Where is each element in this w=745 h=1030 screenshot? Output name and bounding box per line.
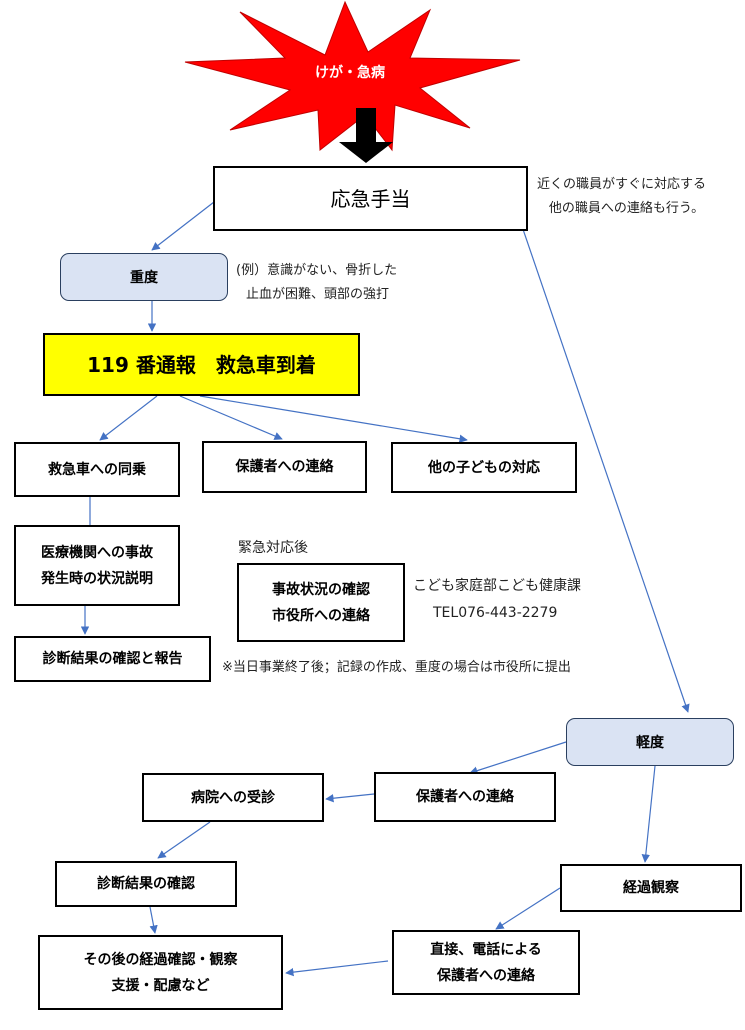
arrow-mild-to-observe xyxy=(641,765,656,863)
situation-explain-box: 医療機関への事故 発生時の状況説明 xyxy=(14,525,180,606)
other-children-box: 他の子どもの対応 xyxy=(391,442,577,493)
mild-guardian-label: 保護者への連絡 xyxy=(416,789,514,805)
severe-example-note: (例）意識がない、骨折した 止血が困難、頭部の強打 xyxy=(236,259,397,307)
hospital-visit-label: 病院への受診 xyxy=(191,789,275,806)
followup-line-1: その後の経過確認・観察 xyxy=(83,951,238,968)
arrow-guardian-to-hospital xyxy=(325,793,375,803)
after-emergency-box: 事故状況の確認 市役所への連絡 xyxy=(237,563,405,642)
severe-pill: 重度 xyxy=(60,253,228,301)
contact-note: こども家庭部こども健康課 TEL076‐443‐2279 xyxy=(413,573,581,627)
footnote: ※当日事業終了後；記録の作成、重度の場合は市役所に提出 xyxy=(222,660,571,675)
severe-guardian-box: 保護者への連絡 xyxy=(202,441,367,493)
situation-explain-line-1: 医療機関への事故 xyxy=(41,544,153,561)
after-emergency-heading: 緊急対応後 xyxy=(238,540,308,556)
hospital-visit-box: 病院への受診 xyxy=(142,773,324,822)
severe-example-line-1: (例）意識がない、骨折した xyxy=(236,263,398,278)
observation-label: 経過観察 xyxy=(623,880,679,896)
first-aid-box: 応急手当 xyxy=(213,166,528,231)
call-119-box: 119 番通報 救急車到着 xyxy=(43,333,360,396)
first-aid-note-line-1: 近くの職員がすぐに対応する xyxy=(537,177,707,192)
first-aid-note: 近くの職員がすぐに対応する 他の職員への連絡も行う。 xyxy=(537,173,706,221)
ambulance-ride-box: 救急車への同乗 xyxy=(14,442,180,497)
start-label: けが・急病 xyxy=(315,65,385,81)
diagnosis-report-box: 診断結果の確認と報告 xyxy=(14,636,211,682)
after-emergency-line-1: 事故状況の確認 xyxy=(272,581,370,598)
direct-contact-line-2: 保護者への連絡 xyxy=(437,967,535,984)
arrow-diagnosis-to-followup xyxy=(149,906,158,934)
arrow-observe-to-direct xyxy=(495,887,561,930)
direct-contact-box: 直接、電話による 保護者への連絡 xyxy=(392,930,580,995)
call-119-label: 119 番通報 救急車到着 xyxy=(87,352,316,377)
situation-explain-line-2: 発生時の状況説明 xyxy=(41,570,153,587)
arrow-hospital-to-diagnosis xyxy=(157,821,211,859)
other-children-label: 他の子どもの対応 xyxy=(428,459,540,476)
ambulance-ride-label: 救急車への同乗 xyxy=(48,461,146,478)
arrow-firstaid-to-severe xyxy=(151,201,215,251)
mild-guardian-box: 保護者への連絡 xyxy=(374,772,556,822)
diagnosis-check-box: 診断結果の確認 xyxy=(55,861,237,907)
severe-guardian-label: 保護者への連絡 xyxy=(235,459,334,475)
diagnosis-report-label: 診断結果の確認と報告 xyxy=(42,651,183,667)
followup-line-2: 支援・配慮など xyxy=(111,977,210,994)
contact-line-1: こども家庭部こども健康課 xyxy=(413,578,581,594)
arrow-firstaid-to-mild xyxy=(512,199,690,713)
diagnosis-check-label: 診断結果の確認 xyxy=(97,876,195,892)
arrow-mild-to-guardian xyxy=(469,741,567,775)
contact-line-2: TEL076‐443‐2279 xyxy=(433,605,558,621)
severe-label: 重度 xyxy=(130,270,158,286)
down-arrow xyxy=(339,108,393,163)
followup-box: その後の経過確認・観察 支援・配慮など xyxy=(38,935,283,1010)
first-aid-label: 応急手当 xyxy=(330,186,411,211)
arrow-direct-to-followup xyxy=(285,960,389,977)
direct-contact-line-1: 直接、電話による xyxy=(430,941,542,958)
observation-box: 経過観察 xyxy=(560,864,742,912)
arrow-call-to-guardian xyxy=(179,395,283,440)
severe-example-line-2: 止血が困難、頭部の強打 xyxy=(246,287,390,302)
arrow-call-to-others xyxy=(199,395,468,443)
arrow-call-to-ride xyxy=(99,395,158,441)
after-emergency-line-2: 市役所への連絡 xyxy=(272,607,370,624)
mild-label: 軽度 xyxy=(636,735,664,751)
mild-pill: 軽度 xyxy=(566,718,734,766)
first-aid-note-line-2: 他の職員への連絡も行う。 xyxy=(548,201,705,216)
